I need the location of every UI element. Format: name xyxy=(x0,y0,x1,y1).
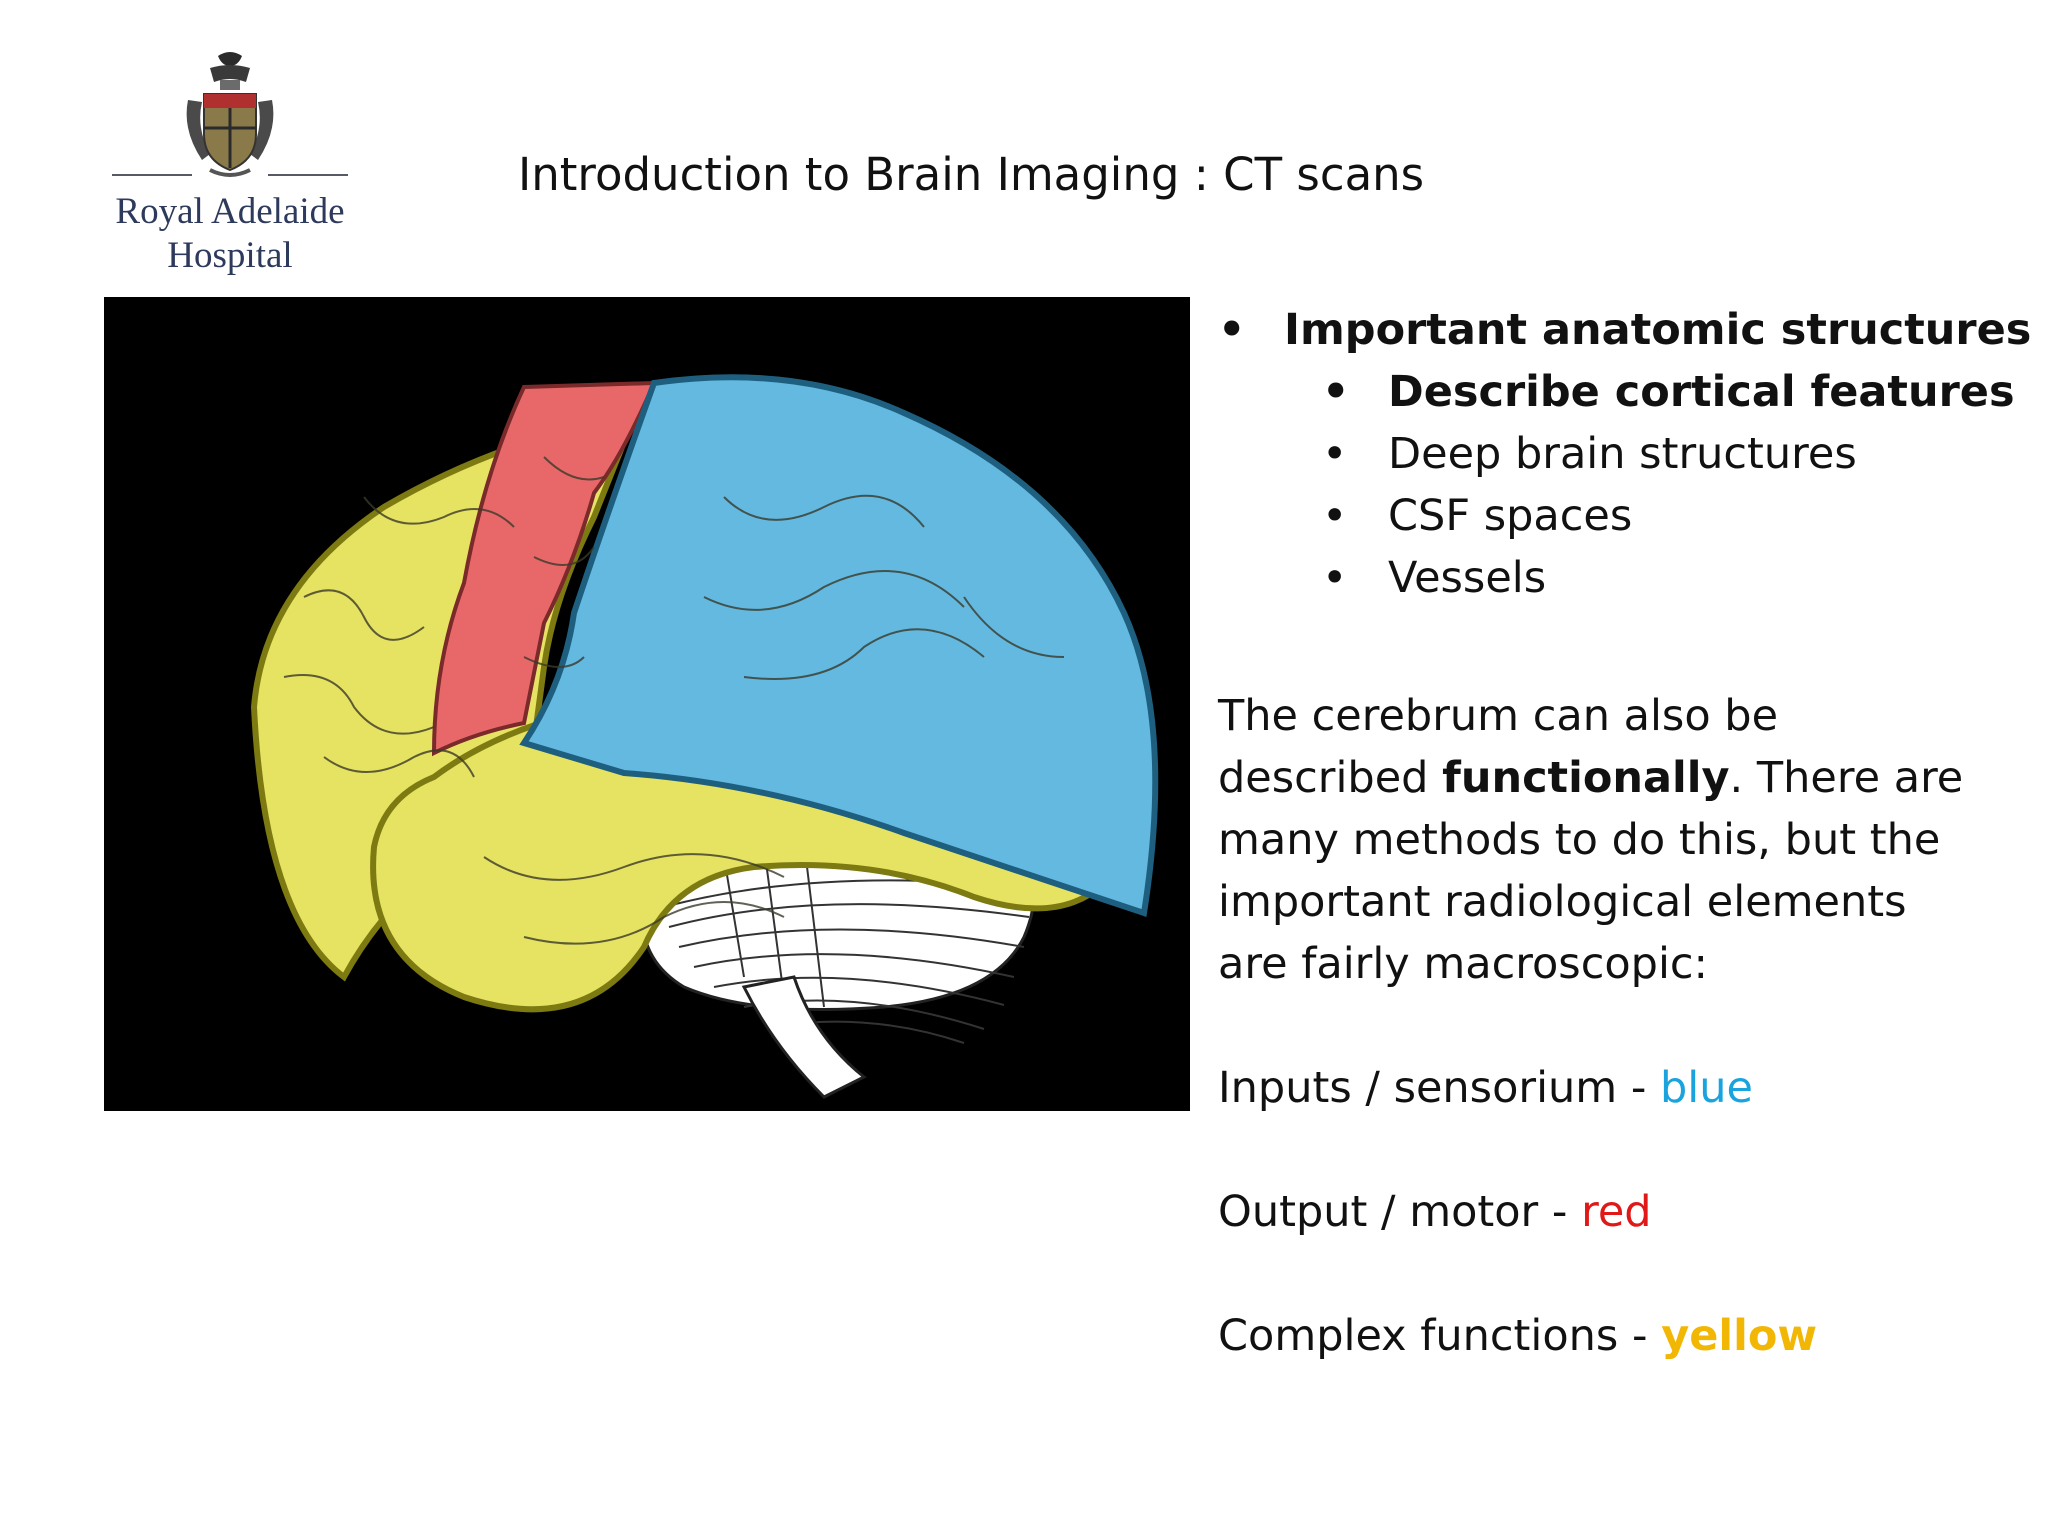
sensory-region xyxy=(519,374,1159,917)
para-line-1: The cerebrum can also be xyxy=(1218,691,1779,741)
para-line-2: described functionally. There are xyxy=(1218,747,1963,809)
bullet-dot: • xyxy=(1322,429,1348,479)
logo-divider-right xyxy=(268,174,348,176)
para-line-3: many methods to do this, but the xyxy=(1218,815,1941,865)
hospital-name-line2: Hospital xyxy=(167,235,293,276)
sub-bullet-vessels: • Vessels xyxy=(1218,553,2018,615)
legend-output-label: Output / motor - xyxy=(1218,1187,1582,1237)
sub-bullet-text: Describe cortical features xyxy=(1388,367,2015,417)
legend-complex: Complex functions - yellow xyxy=(1218,1305,1817,1367)
hospital-name-line1: Royal Adelaide xyxy=(115,191,345,232)
legend-complex-label: Complex functions - xyxy=(1218,1311,1662,1361)
bullet-main-text: Important anatomic structures xyxy=(1284,305,2032,355)
para-line-2-post: . There are xyxy=(1729,753,1964,803)
hospital-name: Royal Adelaide Hospital xyxy=(100,190,360,278)
slide-content: • Important anatomic structures • Descri… xyxy=(1218,305,2031,1361)
para-line-5: are fairly macroscopic: xyxy=(1218,939,1709,989)
logo-divider-left xyxy=(112,174,192,176)
para-bold-functionally: functionally xyxy=(1442,753,1730,803)
brain-lateral-view-icon xyxy=(250,374,1159,1099)
legend-red-word: red xyxy=(1581,1187,1652,1237)
gyri-lines xyxy=(283,456,1065,945)
bullet-dot: • xyxy=(1218,305,1246,355)
bullet-dot: • xyxy=(1322,553,1348,603)
sub-bullet-text: Vessels xyxy=(1388,553,1547,603)
sub-bullet-csf: • CSF spaces xyxy=(1218,491,2018,553)
legend-blue-word: blue xyxy=(1660,1063,1753,1113)
bullet-important-structures: • Important anatomic structures xyxy=(1218,305,2031,367)
legend-inputs: Inputs / sensorium - blue xyxy=(1218,1057,1753,1119)
brain-stem xyxy=(741,975,867,1099)
slide-title: Introduction to Brain Imaging : CT scans xyxy=(518,148,1425,201)
para-line-4: important radiological elements xyxy=(1218,877,1907,927)
sub-bullet-text: Deep brain structures xyxy=(1388,429,1857,479)
bullet-dot: • xyxy=(1322,367,1350,417)
hospital-logo: Royal Adelaide Hospital xyxy=(100,50,360,290)
sub-bullet-text: CSF spaces xyxy=(1388,491,1633,541)
brain-figure xyxy=(104,297,1190,1111)
legend-output: Output / motor - red xyxy=(1218,1181,1652,1243)
coat-of-arms-icon xyxy=(186,52,274,177)
bullet-dot: • xyxy=(1322,491,1348,541)
legend-inputs-label: Inputs / sensorium - xyxy=(1218,1063,1661,1113)
para-line-2-pre: described xyxy=(1218,753,1443,803)
sub-bullet-cortical: • Describe cortical features xyxy=(1218,367,2018,429)
legend-yellow-word: yellow xyxy=(1661,1311,1818,1361)
sub-bullet-deep-brain: • Deep brain structures xyxy=(1218,429,2018,491)
motor-region xyxy=(431,380,658,757)
